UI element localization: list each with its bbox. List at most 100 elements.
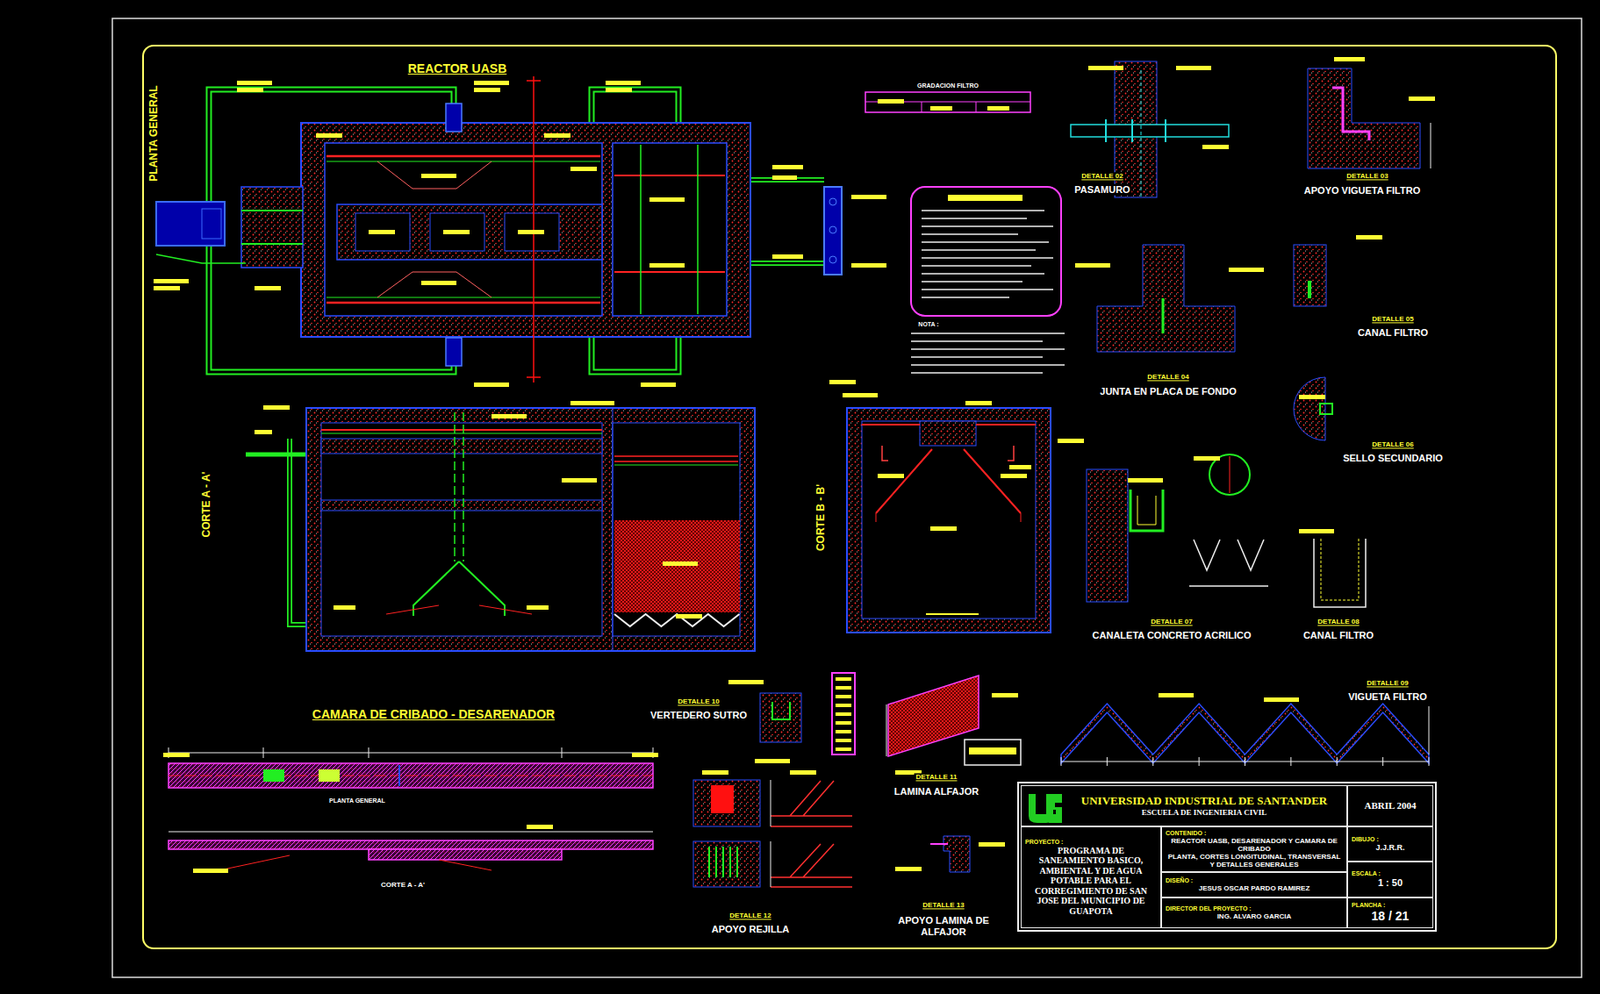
field-value: JESUS OSCAR PARDO RAMIREZ (1165, 884, 1343, 893)
text-placeholder-bar (605, 87, 632, 93)
text-placeholder-bar (333, 605, 356, 610)
sutro-bar (835, 677, 852, 682)
drawing-title: CORTE B - B' (815, 482, 828, 553)
field-value: J.J.R.R. (1351, 843, 1429, 853)
text-placeholder-bar (163, 753, 190, 758)
text-placeholder-bar (1228, 267, 1264, 273)
dimension-tick (1244, 757, 1246, 767)
field-value: 1 : 50 (1351, 877, 1429, 890)
text-placeholder-bar (1009, 465, 1032, 470)
detail-number: DETALLE 03 (1344, 172, 1390, 180)
note-line (921, 209, 1045, 212)
field-value: ESCUELA DE INGENIERIA CIVIL (1065, 808, 1343, 818)
detail-number: DETALLE 04 (1145, 373, 1191, 381)
detail-number: DETALLE 09 (1364, 679, 1410, 688)
text-placeholder-bar (421, 280, 457, 286)
detail-number: DETALLE 10 (675, 697, 721, 706)
detail-name: CANAL FILTRO (1301, 630, 1376, 642)
field-value: UNIVERSIDAD INDUSTRIAL DE SANTANDER (1065, 795, 1343, 809)
text-placeholder-bar (991, 693, 1019, 698)
text-placeholder-bar (1000, 473, 1027, 479)
text-placeholder-bar (1176, 65, 1212, 71)
note-line (911, 332, 1065, 335)
detail-name: PASAMURO (1072, 184, 1132, 196)
text-placeholder-bar (1202, 144, 1229, 150)
sutro-bar (835, 721, 852, 725)
field-label: DIRECTOR DEL PROYECTO : (1165, 905, 1343, 913)
title-block-cell: ESCALA :1 : 50 (1347, 861, 1434, 898)
text-placeholder-bar (640, 382, 676, 388)
text-placeholder-bar (965, 401, 992, 406)
text-placeholder-bar (930, 526, 957, 531)
filter-joist (614, 614, 740, 627)
field-label: ESCALA : (1351, 870, 1429, 878)
note-line (921, 233, 1019, 236)
grate-bar (729, 846, 732, 878)
text-placeholder-bar (473, 80, 510, 86)
dimension-tick (1382, 757, 1384, 767)
text-placeholder-bar (236, 87, 264, 93)
note-line (921, 257, 1054, 259)
detail-name: VIGUETA FILTRO (1346, 691, 1429, 704)
note-line (921, 280, 1023, 283)
text-placeholder-bar (526, 605, 549, 610)
text-placeholder-bar (236, 80, 273, 86)
text-placeholder-bar (851, 194, 887, 200)
detail-number: DETALLE 05 (1370, 315, 1415, 323)
sutro-bar (835, 703, 852, 708)
text-placeholder-bar (789, 770, 817, 775)
text-placeholder-bar (443, 229, 470, 235)
detail-number: DETALLE 06 (1370, 440, 1415, 449)
field-label: PLANCHA : (1351, 902, 1429, 910)
title-block-cell: CONTENIDO :REACTOR UASB, DESARENADOR Y C… (1161, 826, 1348, 873)
text-placeholder-bar (491, 414, 527, 419)
text-placeholder-bar (605, 80, 641, 86)
text-placeholder-bar (877, 473, 905, 479)
sutro-bar (835, 747, 852, 752)
text-placeholder-bar (842, 393, 878, 398)
text-placeholder-bar (254, 286, 281, 291)
text-placeholder-bar (473, 382, 510, 388)
grate-bar (736, 846, 739, 878)
text-placeholder-bar (561, 478, 597, 483)
note-line (921, 249, 1036, 252)
text-placeholder-bar (1408, 96, 1435, 101)
text-placeholder-bar (544, 133, 571, 138)
text-placeholder-bar (570, 166, 597, 172)
text-placeholder-bar (1193, 456, 1220, 461)
text-placeholder-bar (1127, 478, 1163, 483)
detail-name: APOYO LAMINA DE ALFAJOR (887, 915, 1001, 938)
text-placeholder-bar (1263, 697, 1299, 703)
text-placeholder-bar (570, 401, 615, 406)
text-placeholder-bar (421, 173, 457, 179)
text-placeholder-bar (1334, 57, 1365, 62)
text-placeholder-bar (987, 106, 1010, 111)
title-block-cell: DISEÑO :JESUS OSCAR PARDO RAMIREZ (1161, 872, 1348, 898)
field-value: PROGRAMA DE SANEAMIENTO BASICO, AMBIENTA… (1025, 846, 1157, 918)
field-label: DISEÑO : (1165, 877, 1343, 885)
text-placeholder-bar (851, 263, 887, 268)
detail-name: CANAL FILTRO (1356, 327, 1430, 339)
grate-bar (708, 846, 711, 878)
detail-number: DETALLE 13 (920, 901, 966, 910)
text-placeholder-bar (1158, 693, 1194, 698)
text-placeholder-bar (368, 229, 395, 235)
text-placeholder-bar (526, 825, 553, 830)
detail-name: LAMINA ALFAJOR (892, 786, 981, 798)
text-placeholder-bar (930, 106, 953, 111)
text-placeholder-bar (895, 867, 922, 872)
title-block-cell: DIRECTOR DEL PROYECTO :ING. ALVARO GARCI… (1161, 897, 1348, 929)
field-value: 18 / 21 (1351, 909, 1429, 924)
detail-number: DETALLE 12 (727, 911, 773, 920)
text-placeholder-bar (649, 263, 685, 268)
text-placeholder-bar (772, 165, 804, 170)
note-line (921, 288, 1054, 291)
drawing-title: CORTE A - A' (200, 470, 214, 540)
field-value: ABRIL 2004 (1351, 800, 1429, 812)
text-placeholder-bar (702, 770, 729, 775)
detail-name: NOTA : (916, 321, 940, 329)
text-placeholder-bar (193, 868, 229, 874)
drawing-title: REACTOR UASB (406, 61, 510, 76)
detail-name: JUNTA EN PLACA DE FONDO (1097, 386, 1238, 398)
